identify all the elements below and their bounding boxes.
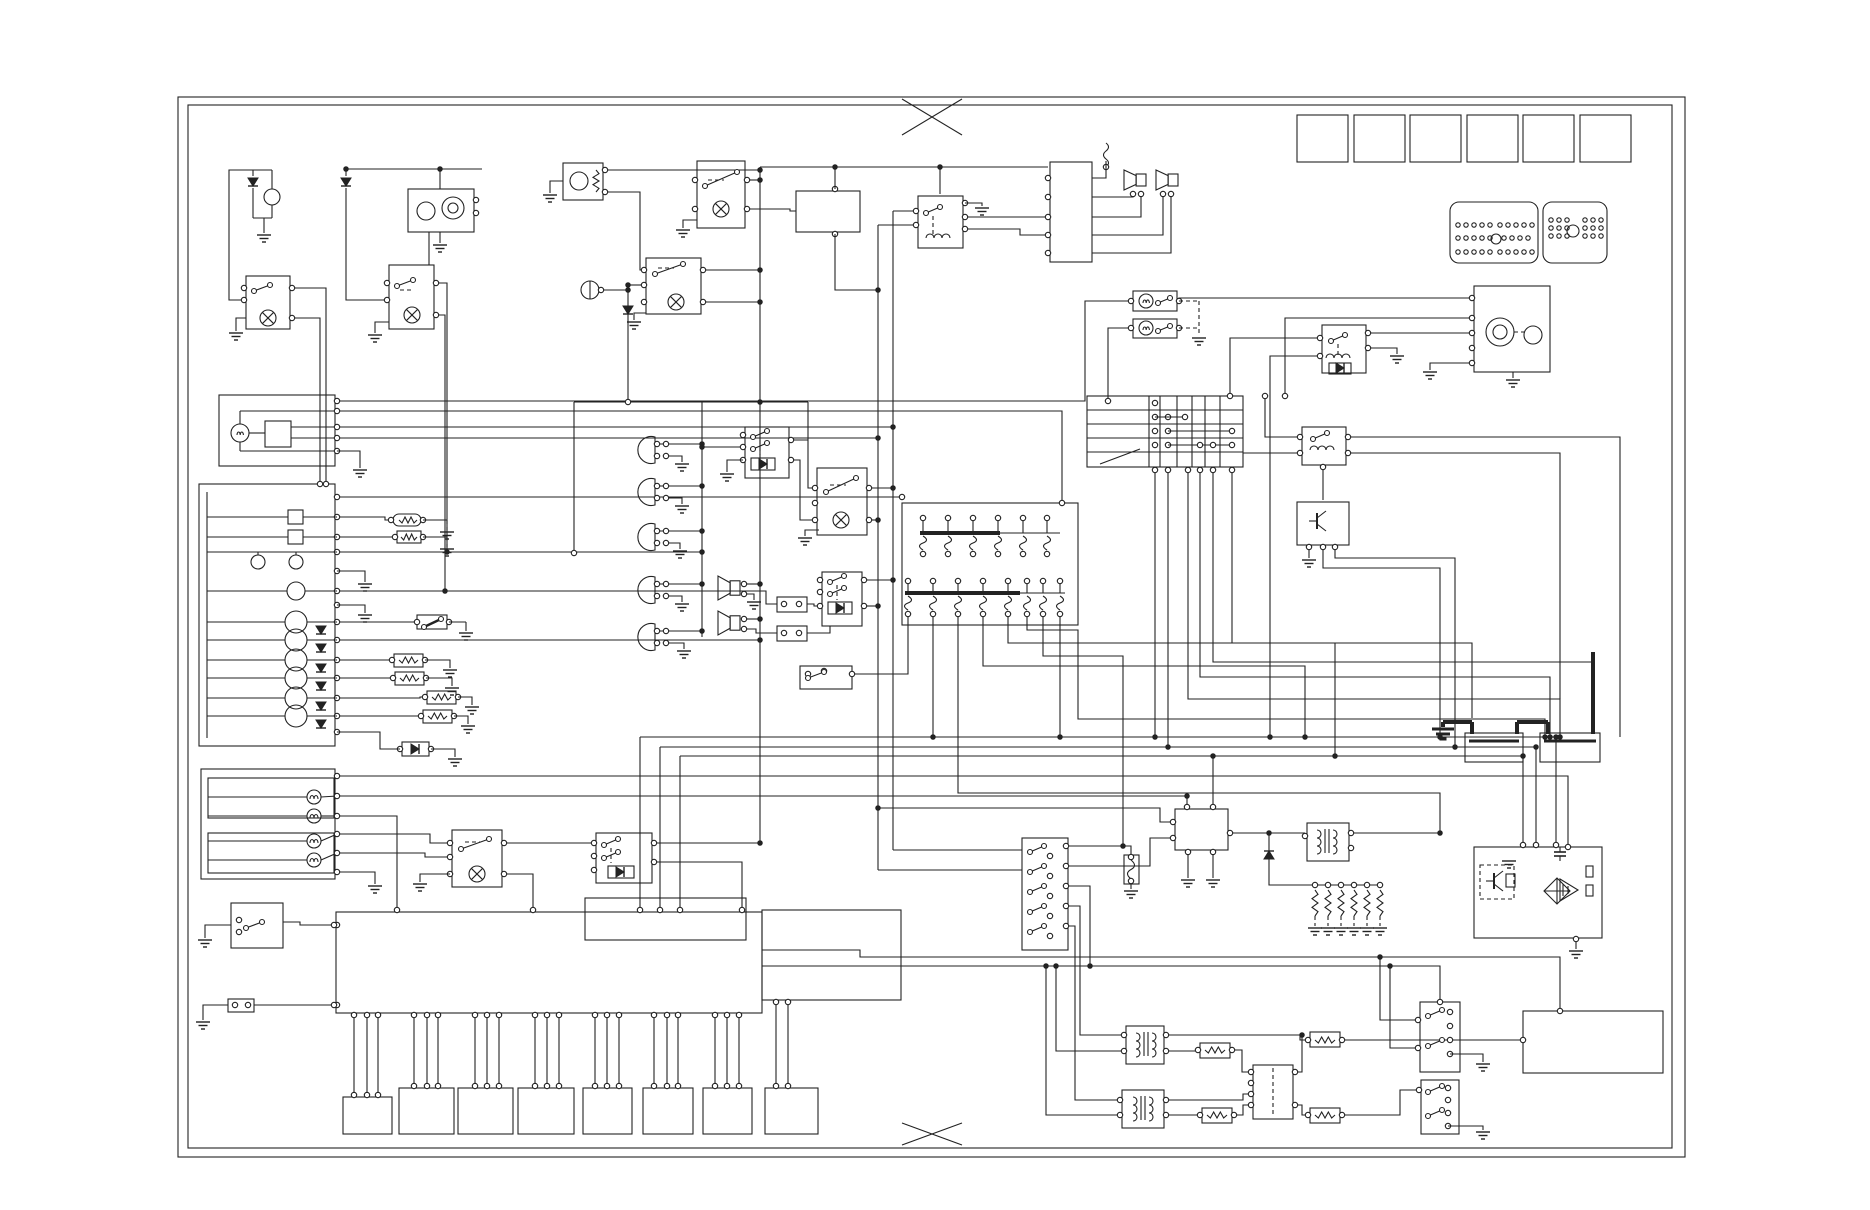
sensor-box-5 — [582, 1018, 633, 1135]
sensor-box-1 — [342, 1018, 393, 1135]
sender-resistor-5 — [417, 709, 475, 734]
relay-c — [590, 832, 658, 884]
top-left-unit — [228, 169, 281, 301]
main-switch-b — [1127, 318, 1183, 339]
turn-signal-block — [200, 768, 341, 880]
headlamp-5 — [637, 622, 670, 652]
junction-connector — [1247, 1064, 1299, 1120]
relay-a — [720, 426, 795, 482]
connector-plate-right — [1542, 201, 1608, 264]
transistor-unit — [1296, 501, 1350, 568]
headlamp-4 — [637, 575, 670, 605]
sensor-box-6 — [642, 1018, 694, 1135]
wiring-harness — [292, 166, 1621, 1116]
plug-resistor-c — [1304, 1031, 1346, 1048]
sidestand-switch — [198, 902, 341, 949]
switch-lamp-2 — [368, 264, 440, 343]
ignition-coil-main — [1301, 822, 1355, 862]
main-switch-a — [1127, 290, 1183, 312]
starter-motor — [1468, 285, 1551, 388]
speed-sensor-unit — [218, 394, 367, 478]
dimmer-switch — [798, 467, 873, 546]
junction-dots — [343, 164, 1563, 1038]
ecu-block — [330, 897, 902, 1019]
sensor-box-4 — [517, 1018, 575, 1135]
meter-block — [198, 483, 372, 747]
switch-lamp-3 — [627, 257, 707, 330]
relay-b — [816, 571, 868, 627]
thermo-fuse — [387, 513, 454, 540]
igniter-unit — [1169, 803, 1234, 888]
legend-squares — [1296, 114, 1632, 163]
frame — [177, 96, 1686, 1158]
plug-resistor-d — [1304, 1107, 1346, 1124]
sensor-box-3 — [457, 1018, 514, 1135]
horn-1 — [717, 575, 748, 601]
headlamp-1 — [637, 435, 670, 465]
indicator-box — [676, 160, 751, 238]
horn-connector-b — [776, 625, 808, 642]
rear-switch-b — [1415, 1079, 1490, 1140]
horn-connector-a — [776, 596, 808, 613]
resistor-bank — [1308, 881, 1387, 936]
alternator-regulator — [1473, 841, 1603, 959]
ignition-coil-2 — [1116, 1089, 1170, 1129]
inline-fuse — [1123, 853, 1140, 899]
sender-resistor-4 — [421, 690, 479, 715]
relay-rc — [912, 167, 989, 249]
brake-switch — [413, 614, 473, 641]
diode-unit — [337, 731, 462, 767]
battery-pair — [1432, 652, 1601, 763]
connector-plate-left — [1449, 201, 1539, 264]
starter-relay — [1316, 324, 1372, 375]
handlebar-switch-cluster — [1021, 837, 1070, 951]
radio-unit — [1044, 142, 1179, 263]
ignition-coil-1 — [1120, 1025, 1170, 1065]
plug-resistor-b — [1196, 1107, 1238, 1124]
headlamp-3 — [637, 522, 670, 552]
flasher-unit — [407, 169, 480, 265]
sender-resistor-2 — [388, 653, 457, 678]
plug-resistor-a — [1194, 1042, 1236, 1059]
stop-switch — [799, 665, 856, 690]
fuse-box — [901, 502, 1079, 626]
wire-fittings — [340, 177, 1437, 894]
oil-pressure-unit — [543, 162, 609, 203]
control-box-b — [795, 167, 878, 291]
terminal-circles — [316, 392, 1572, 1044]
sensor-box-2 — [398, 1018, 455, 1135]
headlamp-2 — [637, 477, 670, 507]
main-switch-ground — [1179, 300, 1206, 346]
hazard-switch — [413, 829, 508, 892]
rear-switch-a — [1414, 1001, 1490, 1073]
fuel-sender — [580, 280, 605, 300]
horn-2 — [717, 610, 748, 636]
switch-lamp-1 — [229, 275, 296, 341]
sender-resistor-1 — [391, 530, 454, 557]
sensor-box-7 — [702, 1018, 753, 1135]
neutral-connector — [196, 998, 341, 1030]
sensor-box-8 — [764, 1005, 819, 1135]
ignition-switch-table — [1086, 395, 1244, 474]
fold-mark-icons — [901, 98, 963, 1146]
